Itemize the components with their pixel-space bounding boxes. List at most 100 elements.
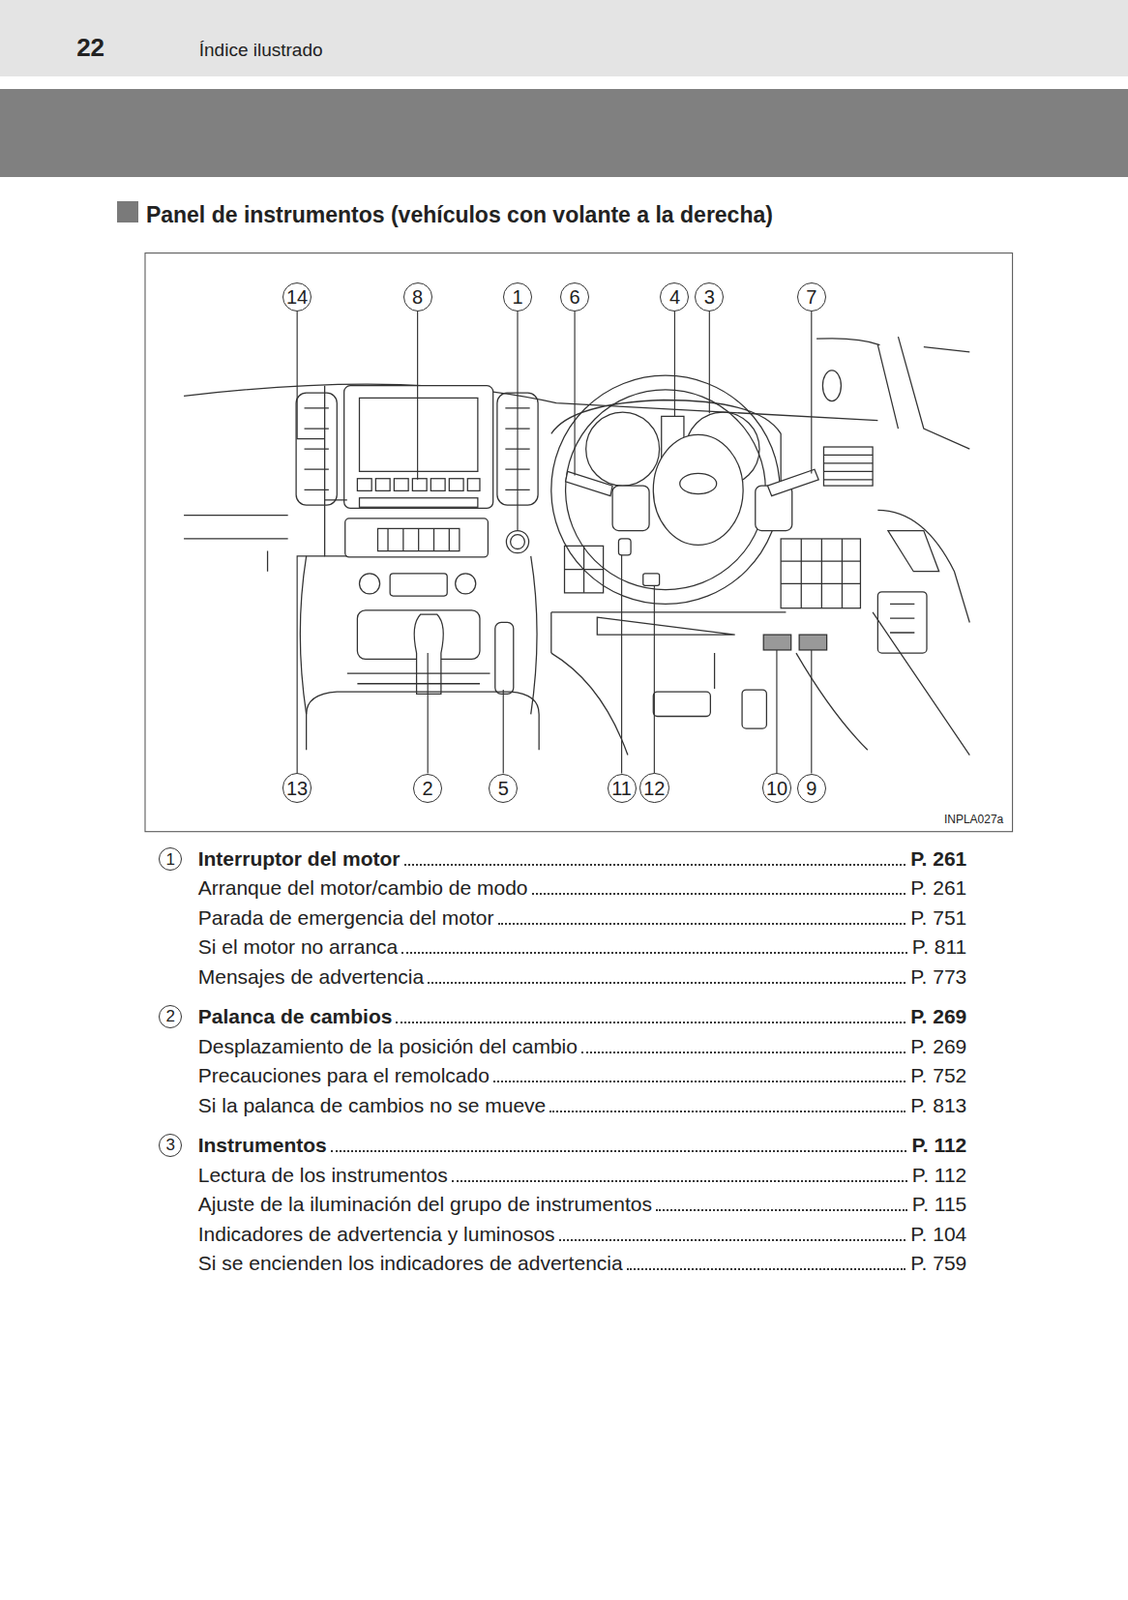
parking-lever xyxy=(495,622,514,694)
callout-text: 7 xyxy=(805,287,817,307)
section-heading: Panel de instrumentos (vehículos con vol… xyxy=(146,202,773,230)
dot-leader xyxy=(427,981,906,984)
item-text: Mensajes de advertencia xyxy=(198,964,424,989)
console xyxy=(299,556,537,715)
item-text: Instrumentos xyxy=(198,1132,327,1158)
item-text: Si la palanca de cambios no se mueve xyxy=(198,1093,547,1118)
start-button xyxy=(505,531,529,554)
callout-number: 13 xyxy=(282,772,312,802)
item-text: Si el motor no arranca xyxy=(198,935,399,960)
stack-bracket xyxy=(325,385,348,557)
hazard-area xyxy=(389,573,447,596)
callout-text: 2 xyxy=(422,778,434,799)
lower-dash xyxy=(551,612,787,654)
item-text: Parada de emergencia del motor xyxy=(198,905,495,930)
running-header: Índice ilustrado xyxy=(199,38,324,61)
item-text: Arranque del motor/cambio de modo xyxy=(198,875,529,900)
dot-leader xyxy=(493,1080,906,1083)
callout-text: 8 xyxy=(412,287,423,307)
callout-number: 5 xyxy=(488,773,518,803)
mirror xyxy=(822,370,841,402)
page-reference: P. 269 xyxy=(910,1004,967,1029)
dot-leader xyxy=(655,1209,908,1212)
window-switches xyxy=(877,592,927,654)
page-reference: P. 112 xyxy=(911,1132,967,1158)
callout-text: 10 xyxy=(766,778,788,799)
leader-lines xyxy=(296,311,812,774)
item-number: 1 xyxy=(158,847,182,871)
start-button-inner xyxy=(510,534,526,550)
climate-panel xyxy=(345,518,489,558)
callout-text: 4 xyxy=(669,287,681,307)
callout-number: 11 xyxy=(607,773,637,803)
page-reference: P. 261 xyxy=(910,875,967,900)
steering-wheel xyxy=(551,375,780,604)
item-text: Interruptor del motor xyxy=(198,847,401,872)
display-strip xyxy=(359,498,478,507)
dot-leader xyxy=(559,1239,907,1242)
callout-number: 8 xyxy=(403,282,433,312)
tilt-knob xyxy=(618,538,631,556)
page-reference: P. 115 xyxy=(912,1192,967,1218)
dot-leader xyxy=(532,892,907,895)
screen xyxy=(359,397,478,472)
brake-pedal xyxy=(653,691,711,716)
console-switches xyxy=(347,673,491,684)
item-text: Desplazamiento de la posición del cambio xyxy=(198,1034,578,1059)
armrest xyxy=(306,691,540,750)
knob xyxy=(455,573,476,594)
item-text: Precauciones para el remolcado xyxy=(198,1064,490,1089)
page-reference: P. 112 xyxy=(912,1162,967,1188)
dash-line xyxy=(183,515,289,572)
item-text: Si se encienden los indicadores de adver… xyxy=(198,1251,624,1277)
floor xyxy=(551,653,868,755)
callout-number: 12 xyxy=(639,772,669,802)
callout-number: 4 xyxy=(659,282,689,312)
callout-text: 11 xyxy=(611,778,632,799)
gauge xyxy=(586,412,660,486)
page-reference: P. 759 xyxy=(910,1251,967,1277)
screen-buttons xyxy=(356,478,480,492)
callout-text: 3 xyxy=(165,1136,175,1154)
dot-leader xyxy=(330,1150,908,1153)
switch-grid xyxy=(564,545,604,594)
knob xyxy=(359,573,381,594)
callout-text: 3 xyxy=(704,287,715,307)
switch-grid xyxy=(780,538,861,609)
accelerator xyxy=(742,689,767,729)
window-switch-grid xyxy=(890,603,915,633)
dot-leader xyxy=(581,1051,906,1054)
dot-leader xyxy=(549,1110,906,1113)
header-band xyxy=(0,0,1128,77)
dash-outline xyxy=(183,384,878,420)
shift-lever xyxy=(414,614,444,694)
callout-text: 1 xyxy=(511,287,523,307)
callout-text: 9 xyxy=(805,778,817,799)
page-reference: P. 269 xyxy=(910,1034,967,1059)
page-reference: P. 811 xyxy=(912,935,967,960)
item-text: Palanca de cambios xyxy=(198,1004,393,1029)
screen-bezel xyxy=(344,385,494,509)
climate-detail xyxy=(387,528,449,551)
heading-square xyxy=(117,201,139,223)
callout-text: 13 xyxy=(286,778,308,799)
item-number: 2 xyxy=(158,1005,182,1029)
page-reference: P. 773 xyxy=(910,964,967,989)
callout-number: 9 xyxy=(797,773,827,803)
page-reference: P. 261 xyxy=(910,847,967,872)
door xyxy=(872,509,970,755)
page-reference: P. 813 xyxy=(910,1093,967,1118)
lever xyxy=(643,573,660,587)
callout-text: 5 xyxy=(498,778,509,799)
callout-number: 14 xyxy=(282,282,312,312)
a-pillar xyxy=(816,336,970,449)
dot-leader xyxy=(451,1180,908,1183)
page-number: 22 xyxy=(76,32,105,63)
dot-leader xyxy=(626,1268,907,1271)
callout-text: 1 xyxy=(165,851,175,868)
item-text: Ajuste de la iluminación del grupo de in… xyxy=(198,1192,653,1218)
callout-text: 6 xyxy=(569,287,581,307)
figure-frame xyxy=(145,253,1013,832)
section-band xyxy=(0,89,1128,178)
